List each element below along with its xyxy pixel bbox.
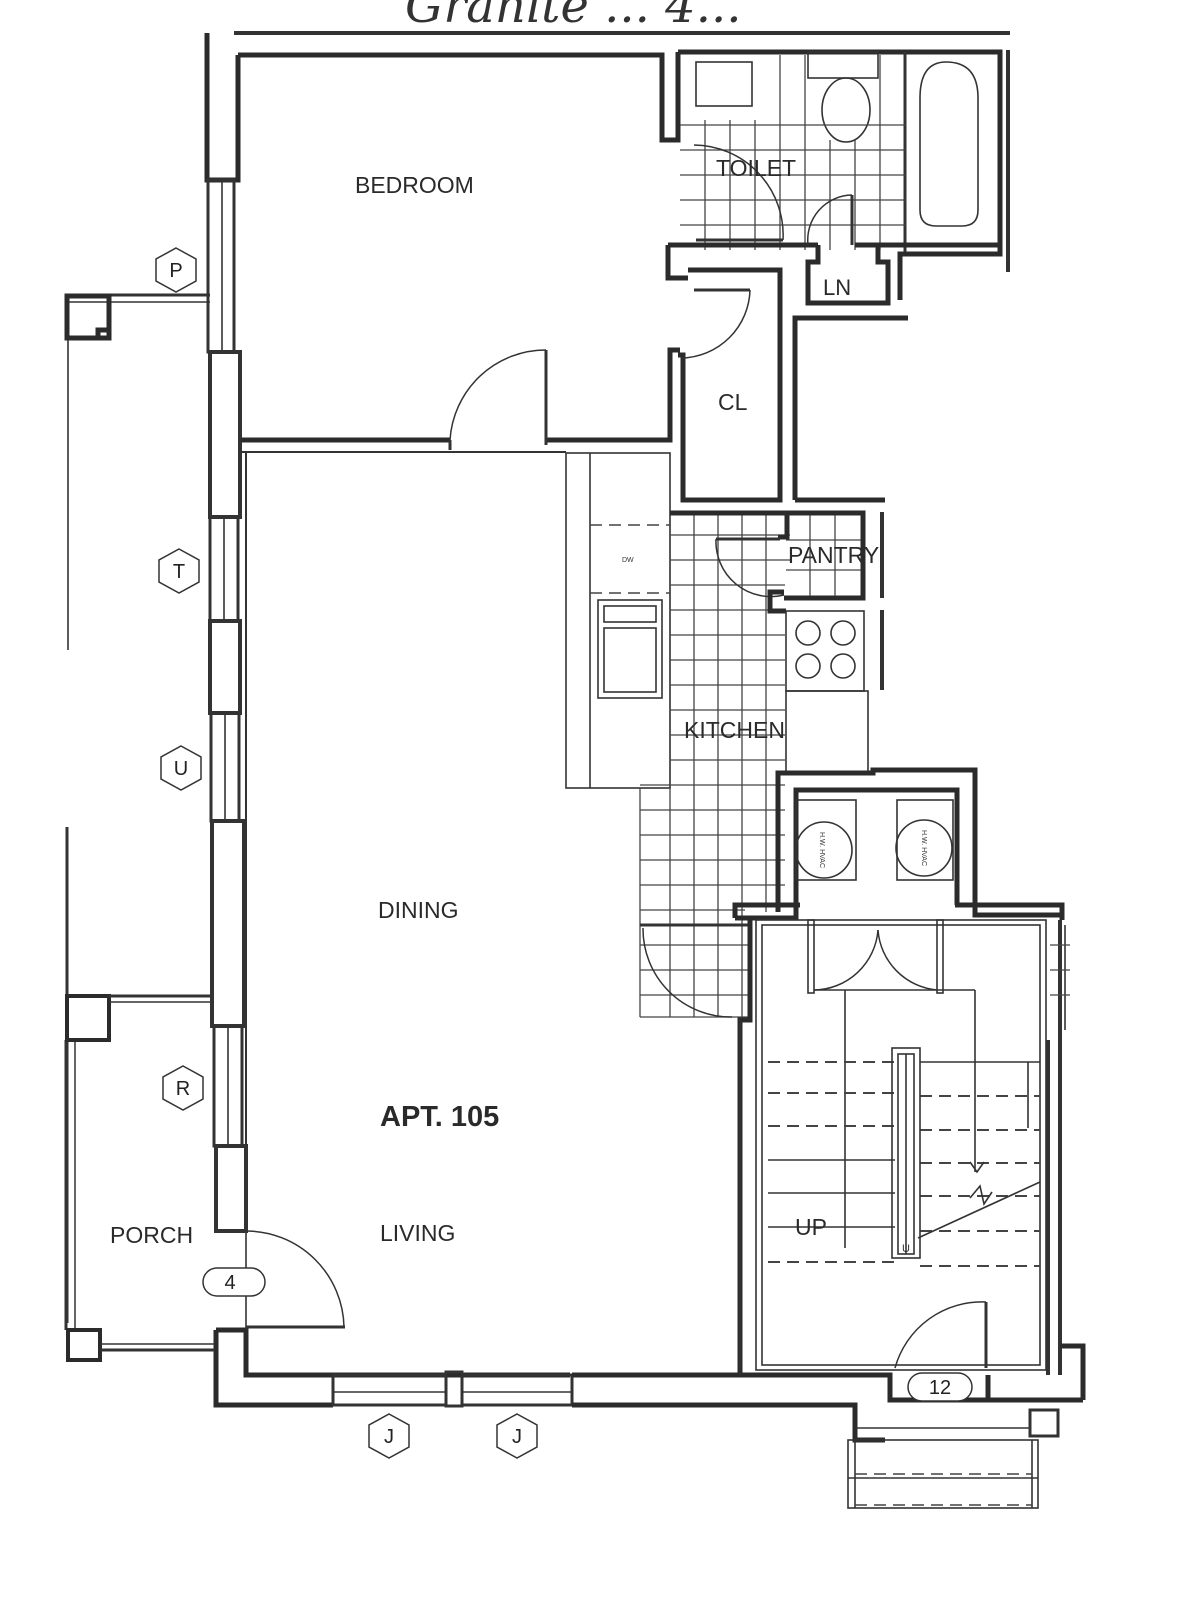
hexagon-icon — [160, 745, 202, 791]
water-heater-label-2: H.W. HVAC — [920, 830, 927, 866]
closet: CL — [678, 267, 908, 503]
range-cooktop — [785, 610, 865, 692]
svg-text:T: T — [173, 561, 185, 583]
room-label-linen: LN — [823, 275, 851, 300]
exterior-left-wall — [204, 33, 570, 1408]
room-label-toilet: TOILET — [716, 155, 796, 181]
door-tag-4: 4 — [202, 1267, 266, 1297]
room-label-dining: DINING — [378, 897, 459, 923]
bathroom-tile-grid — [680, 55, 905, 250]
hexagon-icon — [162, 1065, 204, 1111]
bathroom: LN TOILET — [665, 49, 1010, 306]
door-tag-12: 12 — [907, 1372, 973, 1402]
bedroom-walls — [238, 52, 681, 450]
svg-text:4: 4 — [224, 1272, 235, 1294]
room-label-closet: CL — [718, 389, 748, 415]
stair-mark: U — [902, 1243, 910, 1255]
water-heater-label-1: H.W. HVAC — [818, 832, 825, 868]
kitchen-door — [640, 923, 750, 1018]
room-label-pantry: PANTRY — [788, 542, 879, 568]
dishwasher-label: DW — [622, 557, 634, 564]
porch — [64, 293, 210, 1323]
svg-text:P: P — [169, 260, 182, 282]
room-label-living: LIVING — [380, 1220, 455, 1246]
svg-text:R: R — [176, 1078, 190, 1100]
stair-hall: U UP — [737, 919, 1070, 1375]
unit-label: APT. 105 — [380, 1101, 499, 1133]
window-tag-j-1: J — [368, 1413, 410, 1459]
svg-text:J: J — [512, 1426, 522, 1448]
room-label-porch: PORCH — [110, 1222, 193, 1248]
porch-structure: PORCH — [64, 994, 215, 1362]
stair-label-up: UP — [795, 1214, 827, 1240]
window-tag-u: U — [160, 745, 202, 791]
window-tag-r: R — [162, 1065, 204, 1111]
hexagon-icon — [158, 548, 200, 594]
kitchen-tile-grid — [639, 513, 790, 1018]
entrance-stoop — [847, 1343, 1086, 1509]
svg-text:U: U — [174, 758, 188, 780]
header-handwriting: Granite ... 4... — [405, 0, 741, 34]
refrigerator-space — [785, 690, 869, 774]
handwritten-header: Granite ... 4... — [405, 0, 741, 34]
hexagon-icon — [496, 1413, 538, 1459]
room-label-kitchen: KITCHEN — [684, 717, 785, 743]
svg-text:12: 12 — [929, 1377, 951, 1399]
mechanical-closet: H.W. HVAC H.W. HVAC — [732, 767, 1065, 921]
hexagon-icon — [368, 1413, 410, 1459]
window-tag-j-2: J — [496, 1413, 538, 1459]
svg-text:J: J — [384, 1426, 394, 1448]
kitchen: DW — [565, 452, 884, 1018]
window-tag-t: T — [158, 548, 200, 594]
hexagon-icon — [155, 247, 197, 293]
window-tag-p: P — [155, 247, 197, 293]
room-label-bedroom: BEDROOM — [355, 172, 474, 198]
